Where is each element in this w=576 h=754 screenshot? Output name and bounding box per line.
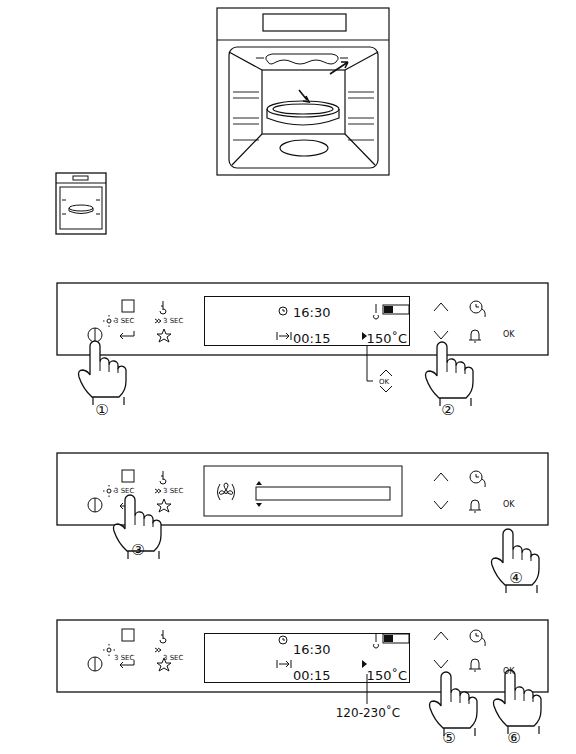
ok-key: OK [379,379,389,386]
temperature-readout: 150˚C [367,669,407,682]
hold-hint: 3 SEC [163,318,183,325]
callout-number: ④ [509,571,522,586]
hold-hint: 3 SEC [163,488,183,495]
display: 16:30 00:15 150˚C [204,296,410,346]
hold-hint: 3 SEC [114,318,134,325]
callout-number: ⑤ [442,731,455,746]
callout-number: ① [95,403,108,418]
ok-key: OK [503,331,515,339]
hold-hint: 3 SEC [163,655,183,662]
display: 16:30 00:15 150˚C [204,633,410,683]
duration-readout: 00:15 [293,669,330,682]
callout-number: ③ [131,543,144,558]
ok-key: OK [503,668,515,676]
hold-hint: 3 SEC [114,655,134,662]
range-label: 120-230˚C [336,707,401,719]
control-panel: 3 SEC 3 SEC OK 16:30 00:15 150˚C [57,283,548,355]
control-panel: 3 SEC 3 SEC OK [57,453,548,525]
duration-readout: 00:15 [293,332,330,345]
control-panel: 3 SEC 3 SEC OK 16:30 00:15 150˚C [57,620,548,692]
callout-number: ⑥ [507,731,520,746]
callout-number: ② [441,403,454,418]
clock-readout: 16:30 [293,306,330,319]
clock-readout: 16:30 [293,643,330,656]
temperature-readout: 150˚C [367,332,407,345]
ok-key: OK [503,501,515,509]
hold-hint: 3 SEC [114,488,134,495]
